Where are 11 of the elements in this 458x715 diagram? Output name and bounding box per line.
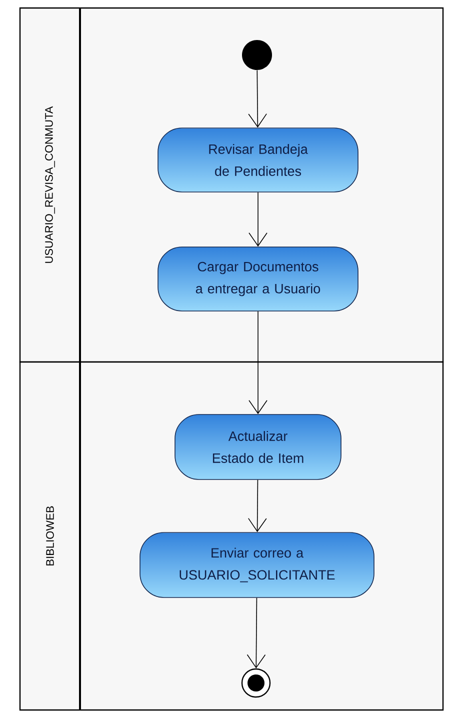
start-node — [242, 40, 272, 70]
action-box: Revisar Bandeja de Pendientes — [158, 128, 358, 192]
arrow — [248, 311, 268, 414]
arrow — [248, 70, 267, 128]
action-box: Actualizar Estado de Item — [174, 414, 342, 480]
arrow — [248, 480, 267, 532]
action-box: Enviar correo a USUARIO_SOLICITANTE — [140, 532, 374, 598]
end-node — [241, 668, 271, 698]
action-box: Cargar Documentos a entregar a Usuario — [158, 246, 358, 312]
arrow — [246, 598, 266, 668]
arrow — [248, 192, 268, 247]
